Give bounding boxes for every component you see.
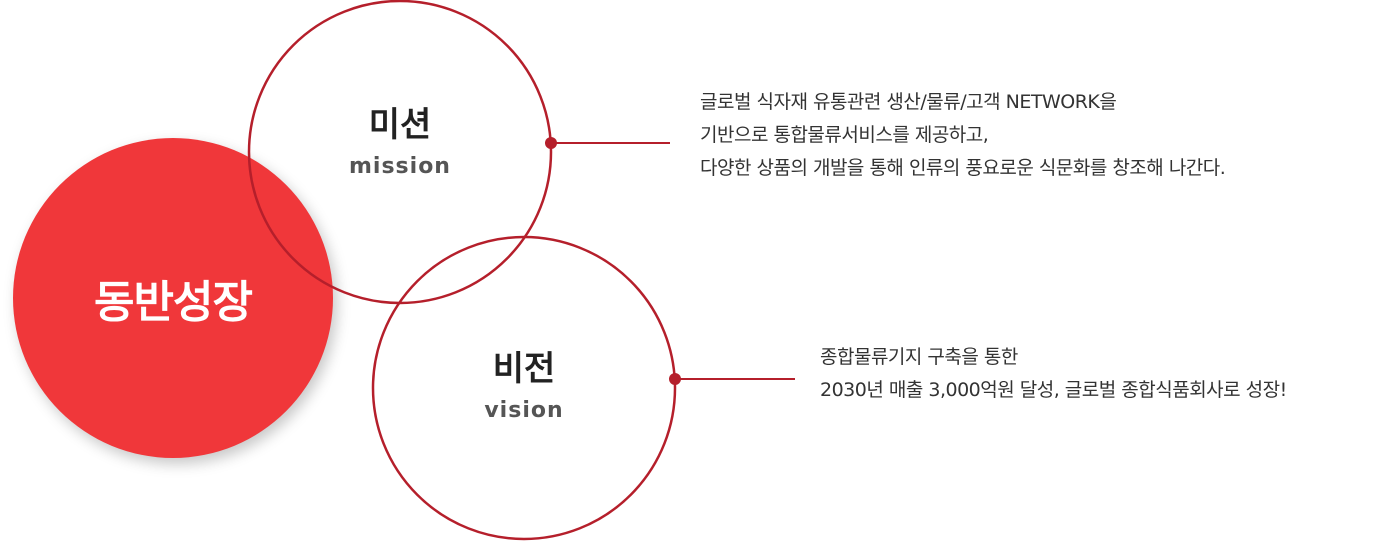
vision-connector-dot — [669, 373, 681, 385]
mission-description: 글로벌 식자재 유통관련 생산/물류/고객 NETWORK을 기반으로 통합물류… — [700, 86, 1226, 185]
mission-connector-dot — [545, 137, 557, 149]
mission-title: 미션 — [368, 105, 432, 145]
mission-description-line: 글로벌 식자재 유통관련 생산/물류/고객 NETWORK을 — [700, 91, 1117, 113]
center-circle: 동반성장 — [13, 138, 333, 458]
mission-subtitle: mission — [349, 154, 451, 179]
mission-description-line: 기반으로 통합물류서비스를 제공하고, — [700, 124, 989, 146]
vision-description-line: 2030년 매출 3,000억원 달성, 글로벌 종합식품회사로 성장! — [820, 379, 1287, 401]
center-label: 동반성장 — [94, 277, 253, 328]
vision-description-line: 종합물류기지 구축을 통한 — [820, 346, 1018, 368]
vision-title: 비전 — [492, 349, 556, 389]
mission-circle — [247, 0, 553, 305]
vision-circle — [371, 235, 677, 541]
mission-description-line: 다양한 상품의 개발을 통해 인류의 풍요로운 식문화를 창조해 나간다. — [700, 157, 1226, 179]
vision-subtitle: vision — [484, 398, 564, 423]
vision-description: 종합물류기지 구축을 통한 2030년 매출 3,000억원 달성, 글로벌 종… — [820, 341, 1287, 407]
